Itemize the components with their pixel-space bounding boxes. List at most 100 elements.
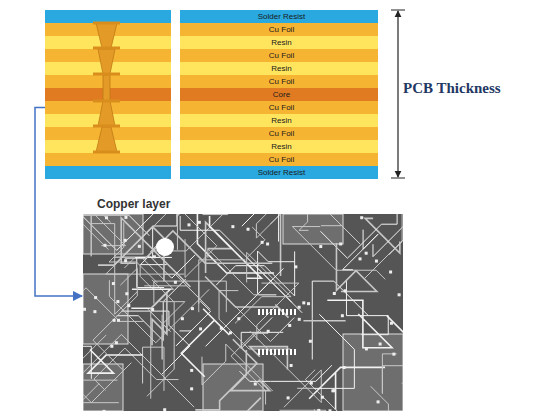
stack-layer: Cu Foil (45, 153, 378, 166)
copper-trace (83, 335, 106, 404)
copper-trace (250, 331, 321, 407)
copper-trace (371, 386, 403, 411)
layer-name: Cu Foil (269, 129, 294, 139)
copper-trace (250, 347, 288, 370)
copper-trace (299, 214, 333, 230)
via-pad (93, 47, 120, 50)
copper-trace (210, 216, 262, 278)
copper-pad (302, 301, 305, 304)
chip-pad (262, 309, 264, 315)
via-pad (93, 100, 120, 103)
copper-trace (382, 354, 403, 394)
chip-pad (286, 349, 288, 355)
copper-trace (297, 370, 340, 411)
copper-pad (290, 364, 293, 367)
copper-trace (83, 288, 144, 329)
stack-layer: Cu Foil (45, 49, 378, 62)
copper-pad (341, 314, 344, 317)
copper-pad (267, 330, 270, 333)
stack-layer: Resin (45, 140, 378, 153)
copper-pad (360, 216, 363, 219)
copper-trace (195, 339, 257, 410)
via-pad (93, 73, 120, 76)
copper-pad (254, 382, 257, 385)
copper-pad (163, 408, 166, 411)
copper-trace (83, 363, 131, 403)
copper-pad (124, 259, 127, 262)
copper-pad (93, 310, 96, 313)
copper-trace (109, 222, 157, 283)
stack-layer: Core (45, 88, 378, 101)
stack-layer: Cu Foil (45, 127, 378, 140)
layer-name: Cu Foil (269, 77, 294, 87)
copper-trace (231, 350, 270, 391)
copper-trace (219, 291, 290, 349)
via-pad (93, 22, 120, 25)
copper-pad (333, 389, 336, 392)
copper-pad (124, 239, 127, 242)
stack-layer: Resin (45, 62, 378, 75)
chip-pad (274, 349, 276, 355)
board-ground (83, 214, 403, 411)
copper-pad (288, 324, 291, 327)
copper-trace (321, 214, 398, 258)
copper-trace (343, 214, 402, 255)
chip-pad (266, 349, 268, 355)
copper-trace (192, 398, 261, 411)
copper-pad (174, 281, 177, 284)
copper-trace (321, 214, 360, 244)
copper-pour (343, 334, 403, 411)
copper-pad (309, 340, 312, 343)
copper-pad (390, 322, 393, 325)
copper-pad (389, 271, 392, 274)
copper-trace (240, 365, 332, 381)
copper-pad (115, 341, 118, 344)
copper-pad (187, 223, 190, 226)
copper-pad (287, 396, 290, 399)
copper-trace (257, 283, 299, 340)
copper-trace (150, 292, 167, 345)
image-heading: Copper layer (83, 194, 403, 211)
stack-layer: Cu Foil (45, 101, 378, 114)
copper-pad (310, 382, 313, 385)
microvia (98, 101, 115, 126)
microvia (96, 127, 117, 152)
copper-pad (365, 252, 368, 255)
copper-pad (321, 396, 324, 399)
dimension-arrow (397, 11, 398, 177)
copper-layer-picture (83, 214, 403, 411)
stack-layer: Solder Resist (45, 10, 378, 23)
dimension-tick (391, 10, 405, 11)
copper-pad (328, 409, 331, 411)
copper-trace (242, 214, 279, 242)
chip-pad (270, 309, 272, 315)
chip-pad (282, 309, 284, 315)
copper-pad (247, 228, 250, 231)
copper-trace (88, 350, 143, 374)
copper-trace (144, 274, 210, 309)
copper-trace (180, 216, 302, 313)
copper-trace (143, 347, 164, 391)
copper-pad (124, 216, 127, 219)
copper-pad (317, 409, 320, 411)
copper-pad (261, 241, 264, 244)
copper-pad (105, 216, 108, 219)
copper-pad (379, 343, 382, 346)
copper-pad (294, 265, 297, 268)
copper-pad (229, 331, 232, 334)
copper-pad (138, 245, 141, 248)
copper-trace (176, 301, 210, 346)
copper-pad (103, 244, 106, 247)
copper-pad (298, 306, 301, 309)
stack-layer: Resin (45, 114, 378, 127)
stack-layer: Resin (45, 36, 378, 49)
copper-pad (103, 410, 106, 411)
copper-trace (387, 316, 403, 390)
dimension-tick (391, 178, 405, 179)
copper-pad (298, 318, 301, 321)
copper-pad (339, 242, 342, 245)
layer-name: Cu Foil (269, 155, 294, 165)
chip-pad (266, 309, 268, 315)
copper-pad (94, 296, 97, 299)
copper-trace (303, 320, 345, 322)
